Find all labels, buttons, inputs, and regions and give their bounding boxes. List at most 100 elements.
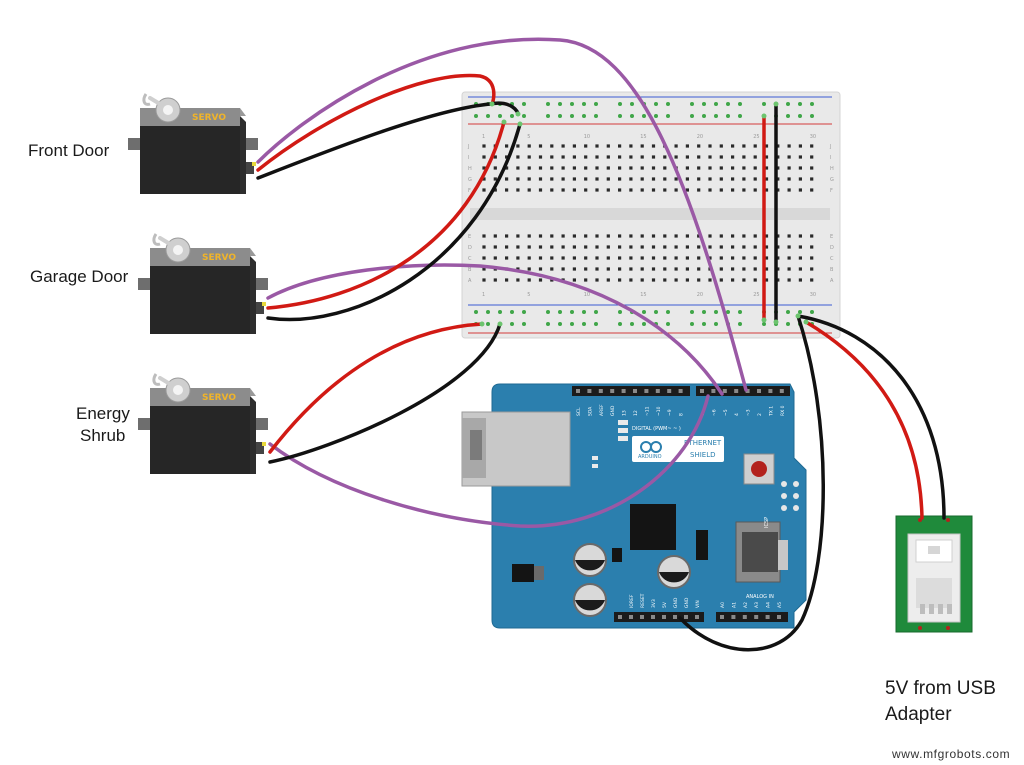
rail-pin bbox=[666, 102, 670, 106]
breadboard-hole bbox=[731, 166, 735, 170]
breadboard-row-letter: A bbox=[468, 278, 472, 284]
usb-adapter-board bbox=[895, 515, 973, 633]
rail-pin bbox=[618, 310, 622, 314]
breadboard-hole bbox=[606, 278, 610, 282]
breadboard-hole bbox=[550, 234, 554, 238]
breadboard-row-letter: C bbox=[468, 256, 472, 262]
header-pin bbox=[629, 615, 633, 619]
breadboard-hole bbox=[640, 245, 644, 249]
breadboard-hole bbox=[810, 256, 814, 260]
breadboard-hole bbox=[595, 188, 599, 192]
wire-garage-power bbox=[266, 120, 506, 310]
breadboard-hole bbox=[606, 256, 610, 260]
breadboard-hole bbox=[798, 144, 802, 148]
rail-pin bbox=[558, 310, 562, 314]
breadboard-hole bbox=[685, 256, 689, 260]
label-energy-shrub: Energy Shrub bbox=[76, 403, 136, 447]
rail-pin bbox=[558, 114, 562, 118]
breadboard-hole bbox=[516, 188, 520, 192]
breadboard-hole bbox=[719, 177, 723, 181]
breadboard-hole bbox=[618, 144, 622, 148]
breadboard-hole bbox=[640, 267, 644, 271]
breadboard-hole bbox=[629, 267, 633, 271]
rail-pin bbox=[786, 310, 790, 314]
wire-ends bbox=[479, 101, 809, 327]
rail-pin bbox=[522, 322, 526, 326]
breadboard-hole bbox=[719, 256, 723, 260]
rail-pin bbox=[702, 310, 706, 314]
breadboard-hole bbox=[776, 245, 780, 249]
breadboard-hole bbox=[584, 256, 588, 260]
breadboard-hole bbox=[493, 278, 497, 282]
wire-front-signal bbox=[256, 37, 748, 392]
breadboard-hole bbox=[651, 144, 656, 148]
rail-pin bbox=[726, 310, 730, 314]
breadboard-hole bbox=[674, 256, 678, 260]
breadboard-hole bbox=[685, 267, 689, 271]
breadboard-hole bbox=[810, 166, 814, 170]
breadboard-hole bbox=[505, 188, 509, 192]
breadboard-hole bbox=[798, 188, 802, 192]
breadboard-hole bbox=[482, 144, 486, 148]
breadboard-hole bbox=[742, 166, 746, 170]
breadboard-row-letter: I bbox=[830, 155, 831, 161]
breadboard-hole bbox=[527, 245, 531, 249]
breadboard-column-number: 1 bbox=[482, 134, 485, 140]
breadboard-hole bbox=[753, 278, 757, 282]
breadboard-hole bbox=[595, 267, 599, 271]
breadboard-hole bbox=[606, 166, 610, 170]
pin-label: SCL bbox=[576, 407, 582, 416]
rail-pin bbox=[594, 322, 598, 326]
pin-label: A1 bbox=[731, 602, 737, 608]
breadboard-row-letter: G bbox=[830, 177, 834, 183]
breadboard-hole bbox=[674, 278, 678, 282]
pin-label: AREF bbox=[599, 404, 605, 416]
header-pin bbox=[684, 615, 688, 619]
pin-label: ~11 bbox=[644, 406, 650, 416]
rail-pin bbox=[498, 310, 502, 314]
breadboard-hole bbox=[798, 245, 802, 249]
breadboard-hole bbox=[685, 177, 689, 181]
breadboard-hole bbox=[776, 278, 780, 282]
breadboard-hole bbox=[798, 256, 802, 260]
breadboard-hole bbox=[618, 256, 622, 260]
icsp-text: ICSP bbox=[764, 517, 770, 528]
breadboard-hole bbox=[787, 188, 791, 192]
rail-pin bbox=[786, 102, 790, 106]
breadboard-hole bbox=[561, 144, 565, 148]
rail-pin bbox=[594, 114, 598, 118]
breadboard-hole bbox=[584, 188, 588, 192]
digital-header-left bbox=[572, 386, 690, 396]
breadboard-hole bbox=[663, 177, 667, 181]
rail-pin bbox=[618, 102, 622, 106]
breadboard-hole bbox=[629, 245, 633, 249]
breadboard-hole bbox=[719, 245, 723, 249]
rail-pin bbox=[714, 102, 718, 106]
breadboard-hole bbox=[505, 278, 509, 282]
breadboard-hole bbox=[516, 278, 520, 282]
breadboard-hole bbox=[798, 234, 802, 238]
breadboard-hole bbox=[764, 256, 769, 260]
rail-pin bbox=[582, 310, 586, 314]
breadboard-hole bbox=[810, 267, 814, 271]
breadboard-hole bbox=[505, 144, 509, 148]
breadboard-hole bbox=[572, 144, 576, 148]
breadboard-hole bbox=[810, 144, 814, 148]
breadboard-hole bbox=[764, 166, 769, 170]
rail-pin bbox=[714, 322, 718, 326]
analog-header bbox=[716, 612, 788, 622]
rail-pin bbox=[786, 322, 790, 326]
rail-pin bbox=[738, 310, 742, 314]
servo-garage-door: SERVO bbox=[136, 232, 270, 336]
breadboard-hole bbox=[708, 188, 712, 192]
breadboard-row-letter: C bbox=[830, 256, 834, 262]
header-pin bbox=[779, 389, 784, 393]
breadboard-hole bbox=[810, 177, 814, 181]
breadboard-hole bbox=[482, 267, 486, 271]
breadboard-hole bbox=[674, 267, 678, 271]
breadboard-row-letter: E bbox=[830, 234, 833, 240]
breadboard-hole bbox=[640, 177, 644, 181]
header-pin bbox=[662, 615, 666, 619]
